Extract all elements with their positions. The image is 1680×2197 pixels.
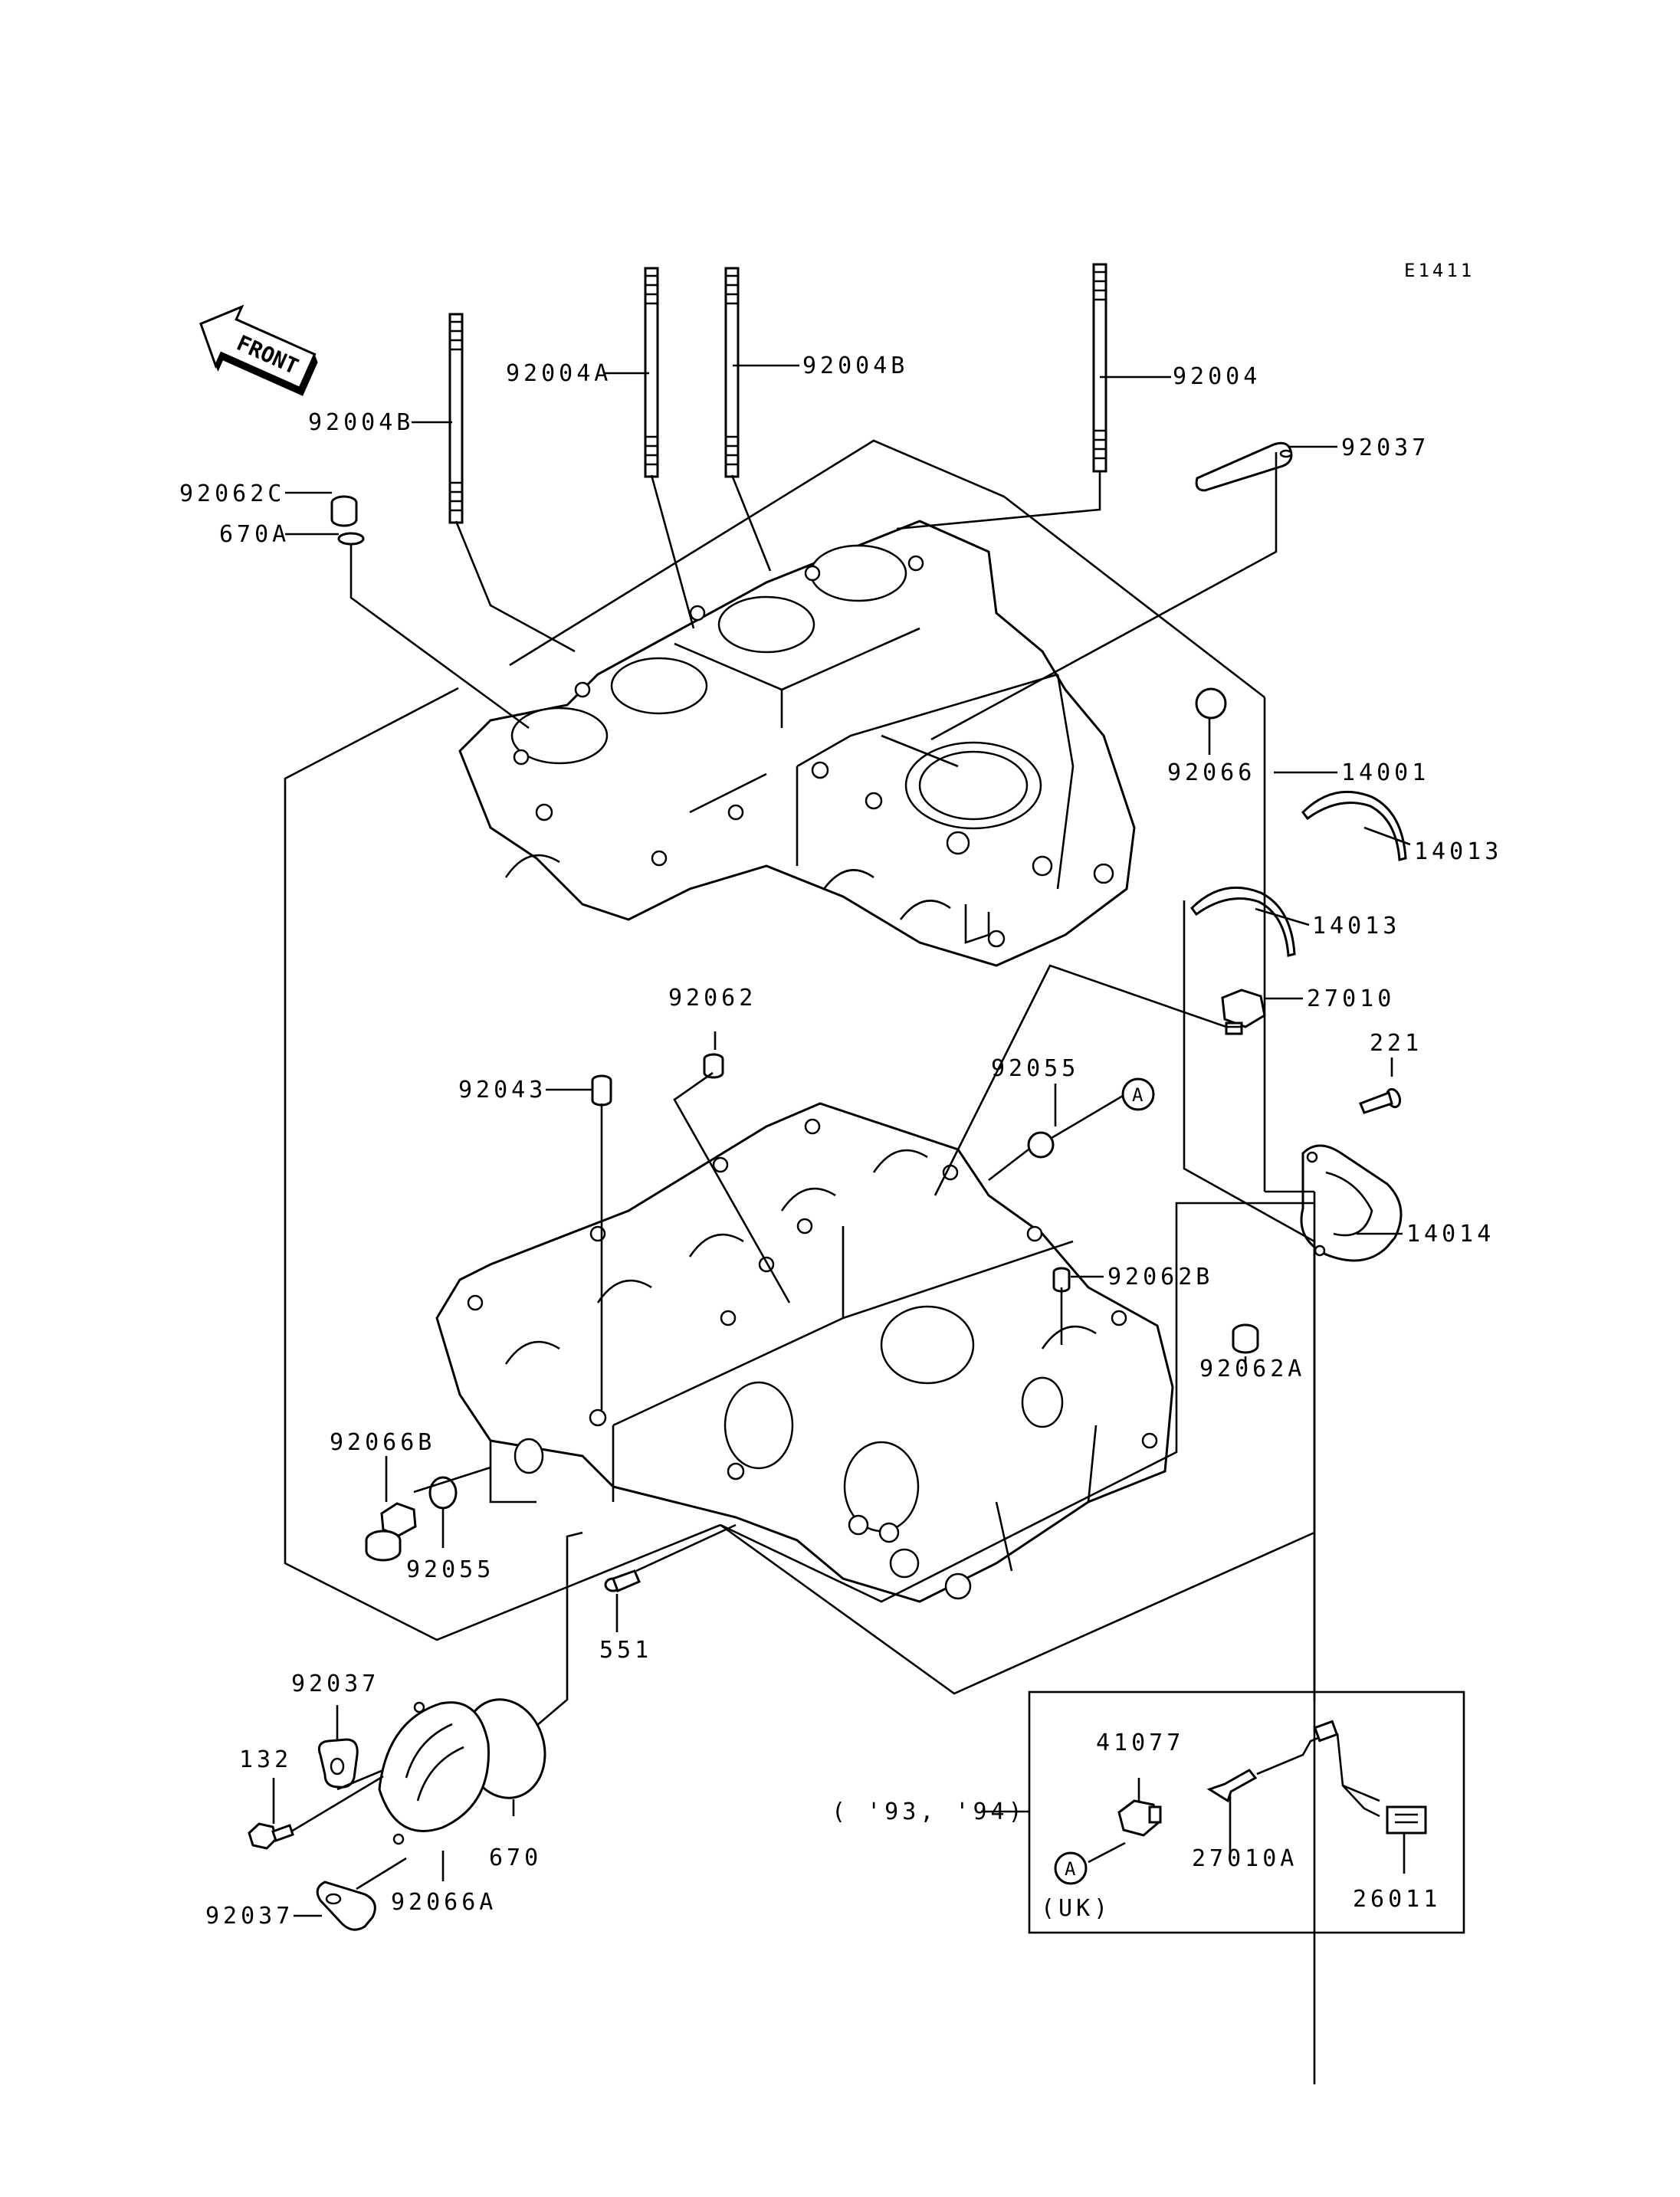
label-14014: 14014	[1406, 1221, 1495, 1248]
label-92062b: 92062B	[1107, 1264, 1213, 1290]
label-41077: 41077	[1096, 1730, 1184, 1756]
upper-case-frame	[509, 439, 1316, 2084]
drain-plug-92066b	[365, 1502, 417, 1562]
dowel-pin-92043	[591, 1074, 612, 1107]
clamp-92037-bottom	[316, 1881, 376, 1931]
part-labels: 92004B 92004A 92004B 92004 92037 92062C …	[179, 353, 1502, 1930]
label-670a: 670A	[219, 521, 290, 548]
label-92043: 92043	[458, 1077, 546, 1103]
svg-text:A: A	[1065, 1858, 1078, 1880]
label-92062: 92062	[668, 985, 756, 1012]
bearing-shell-14013-b	[1190, 886, 1296, 957]
label-27010a: 27010A	[1192, 1845, 1298, 1872]
label-92066: 92066	[1167, 759, 1255, 786]
front-arrow-icon: FRONT	[199, 304, 318, 396]
label-92062c: 92062C	[179, 480, 285, 507]
svg-text:A: A	[1132, 1084, 1146, 1106]
dowel-pin-92062	[703, 1053, 724, 1079]
diagram-code: E1411	[1404, 260, 1475, 281]
bottom-frame	[720, 1523, 1315, 1695]
label-92066b: 92066B	[330, 1429, 435, 1456]
leader-lines	[272, 364, 1411, 1917]
label-14013-b: 14013	[1312, 913, 1400, 939]
label-92004a: 92004A	[506, 360, 612, 387]
callout-a: A	[1121, 1077, 1155, 1111]
o-ring-92055-top	[1027, 1131, 1055, 1159]
inset-region: (UK)	[1041, 1895, 1111, 1922]
inset-box: A	[981, 1690, 1465, 1934]
label-92004b-mid: 92004B	[802, 353, 908, 379]
label-92037-left: 92037	[291, 1671, 379, 1697]
label-92037-top: 92037	[1341, 434, 1429, 461]
label-92004b-left: 92004B	[308, 409, 414, 436]
dowel-pin-92062c	[330, 495, 358, 527]
label-92055-bottom: 92055	[406, 1556, 494, 1583]
clamp-92037-left	[317, 1738, 359, 1789]
cover-92066a	[378, 1701, 490, 1845]
label-670: 670	[489, 1844, 542, 1871]
plug-92062a	[1232, 1323, 1259, 1354]
lower-crankcase	[435, 1102, 1174, 1603]
clamp-92037-top	[1195, 441, 1293, 492]
bolt-132	[248, 1822, 294, 1850]
plate-14014	[1300, 1144, 1403, 1262]
label-14001: 14001	[1341, 759, 1429, 786]
label-221: 221	[1370, 1030, 1422, 1057]
stud-bolt-right	[1092, 263, 1107, 473]
stud-bolt-b	[724, 267, 740, 478]
label-92004: 92004	[1173, 363, 1261, 390]
label-92066a: 92066A	[391, 1889, 497, 1916]
label-26011: 26011	[1353, 1886, 1441, 1913]
bearing-shell-14013-a	[1301, 790, 1407, 861]
label-551: 551	[599, 1637, 652, 1664]
stud-bolt-left	[448, 313, 464, 524]
label-92062a: 92062A	[1199, 1356, 1305, 1382]
screw-221	[1359, 1087, 1402, 1114]
lower-case-frame	[284, 687, 1314, 1641]
o-ring-670a	[337, 532, 365, 546]
pressure-switch-27010	[1221, 989, 1266, 1035]
plug-ball-92066	[1195, 687, 1227, 720]
label-92055-top: 92055	[991, 1055, 1079, 1082]
label-132: 132	[239, 1746, 292, 1773]
upper-crankcase	[458, 520, 1136, 967]
label-27010: 27010	[1307, 985, 1395, 1012]
label-92037-bottom: 92037	[205, 1903, 294, 1930]
gasket-frame	[1183, 900, 1316, 1701]
pin-551	[604, 1569, 641, 1592]
label-14013-a: 14013	[1414, 838, 1502, 865]
inset-years: ( '93, '94)	[832, 1799, 1026, 1825]
